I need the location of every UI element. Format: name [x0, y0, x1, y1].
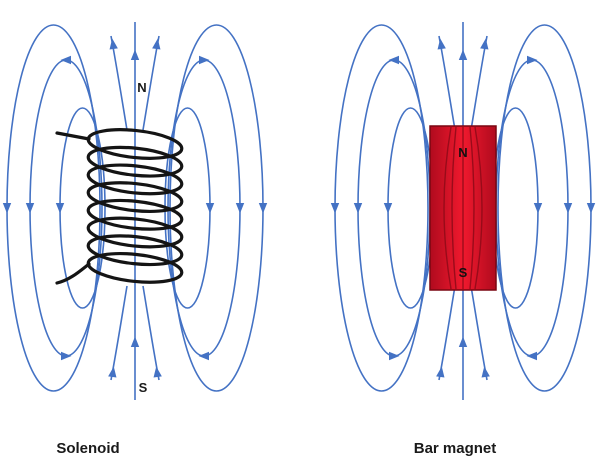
field-arrow [152, 37, 162, 50]
field-arrow [235, 203, 245, 214]
field-line-flank [110, 35, 128, 131]
field-arrow [130, 49, 140, 60]
solenoid-coil [55, 128, 184, 285]
solenoid-south-label: S [139, 380, 148, 395]
coil-lead-top [55, 131, 91, 141]
field-arrow [480, 37, 490, 50]
field-line-loop [6, 24, 101, 392]
field-line-flank [142, 285, 160, 381]
field-arrow [130, 336, 140, 347]
field-arrow [258, 203, 268, 214]
coil-turn [86, 234, 184, 267]
solenoid-panel: N S Solenoid [2, 22, 268, 457]
solenoid-north-label: N [137, 80, 146, 95]
bar-magnet-body-group: N S [429, 125, 497, 291]
field-arrow [205, 203, 215, 214]
coil-lead-bottom [55, 262, 91, 285]
magnet-inner-field-line [443, 126, 452, 290]
field-arrow [353, 203, 363, 214]
coil-turn [86, 145, 184, 178]
field-arrow [526, 351, 537, 361]
bar-magnet-north-label: N [458, 145, 467, 160]
field-arrow [388, 55, 399, 65]
field-arrow [55, 203, 65, 214]
field-arrow [383, 203, 393, 214]
coil-turn [86, 198, 184, 231]
coil-turn [86, 181, 184, 213]
field-line-loop [334, 24, 429, 392]
field-arrow [527, 55, 538, 65]
field-arrow [61, 351, 72, 361]
bar-magnet-caption: Bar magnet [414, 440, 497, 457]
coil-turn [86, 216, 184, 249]
bar-magnet-inner-lines [443, 126, 483, 290]
field-line-flank [470, 285, 488, 381]
bar-magnet-panel: N S Bar magnet [330, 22, 596, 457]
solenoid-caption: Solenoid [56, 440, 119, 457]
field-arrow [389, 351, 400, 361]
field-line-flank [470, 35, 488, 131]
field-line-flank [110, 285, 128, 381]
field-arrow [198, 351, 209, 361]
field-arrow [563, 203, 573, 214]
field-arrow [199, 55, 210, 65]
field-arrow [108, 37, 118, 50]
field-arrow [458, 49, 468, 60]
field-line-flank [438, 35, 456, 131]
bar-magnet-south-label: S [459, 265, 468, 280]
magnet-inner-field-line [451, 126, 457, 290]
field-line-loop [497, 24, 592, 392]
field-arrow [330, 203, 340, 214]
field-arrow [436, 37, 446, 50]
field-arrow [458, 336, 468, 347]
coil-turn [86, 128, 184, 160]
field-arrow [586, 203, 596, 214]
field-line-loop [169, 24, 264, 392]
field-arrow [2, 203, 12, 214]
field-arrow [25, 203, 35, 214]
field-line-flank [438, 285, 456, 381]
magnet-inner-field-line [469, 126, 475, 290]
field-arrow [533, 203, 543, 214]
magnet-inner-field-line [474, 126, 483, 290]
coil-turn [86, 163, 184, 196]
field-arrow [60, 55, 71, 65]
